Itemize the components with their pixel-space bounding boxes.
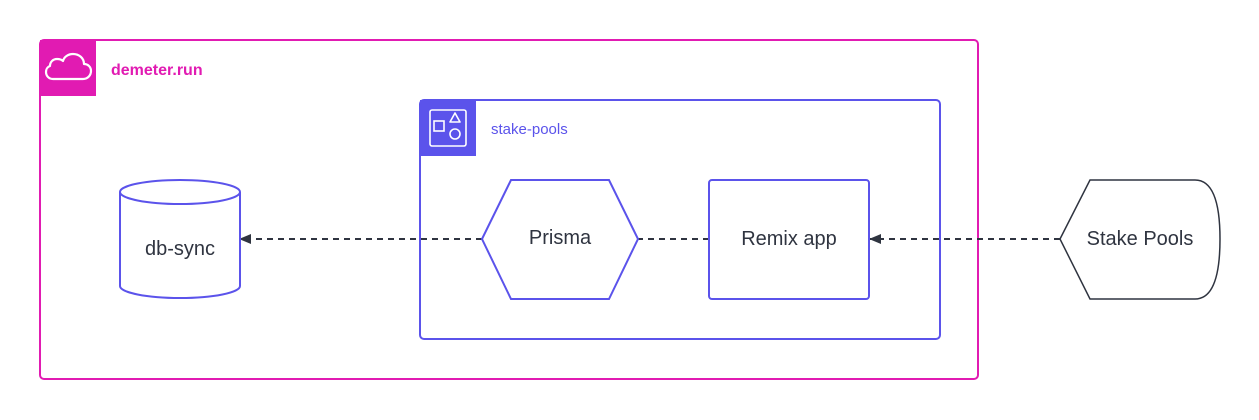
cloud-icon xyxy=(40,40,96,96)
demeter-run-label: demeter.run xyxy=(111,62,203,79)
stake-pools-node-label: Stake Pools xyxy=(1087,228,1194,250)
prisma-hexagon xyxy=(480,179,640,300)
stake-pools-display-shape xyxy=(1059,179,1221,300)
stake-pools-label: stake-pools xyxy=(491,121,568,138)
stake-pools-node: Stake Pools xyxy=(1059,179,1221,300)
prisma-node: Prisma xyxy=(480,179,640,300)
remix-app-label: Remix app xyxy=(741,228,837,250)
db-sync-label: db-sync xyxy=(145,238,215,260)
db-sync-node: db-sync xyxy=(119,179,241,299)
remix-app-box xyxy=(708,179,870,300)
demeter-run-group: demeter.run xyxy=(39,39,979,380)
remix-app-node: Remix app xyxy=(708,179,870,300)
shapes-icon xyxy=(420,100,476,156)
stake-pools-group-border xyxy=(419,99,941,340)
demeter-run-group-border xyxy=(39,39,979,380)
prisma-label: Prisma xyxy=(529,227,592,249)
db-sync-cylinder-top xyxy=(119,179,241,205)
stake-pools-group: stake-pools xyxy=(419,99,941,340)
